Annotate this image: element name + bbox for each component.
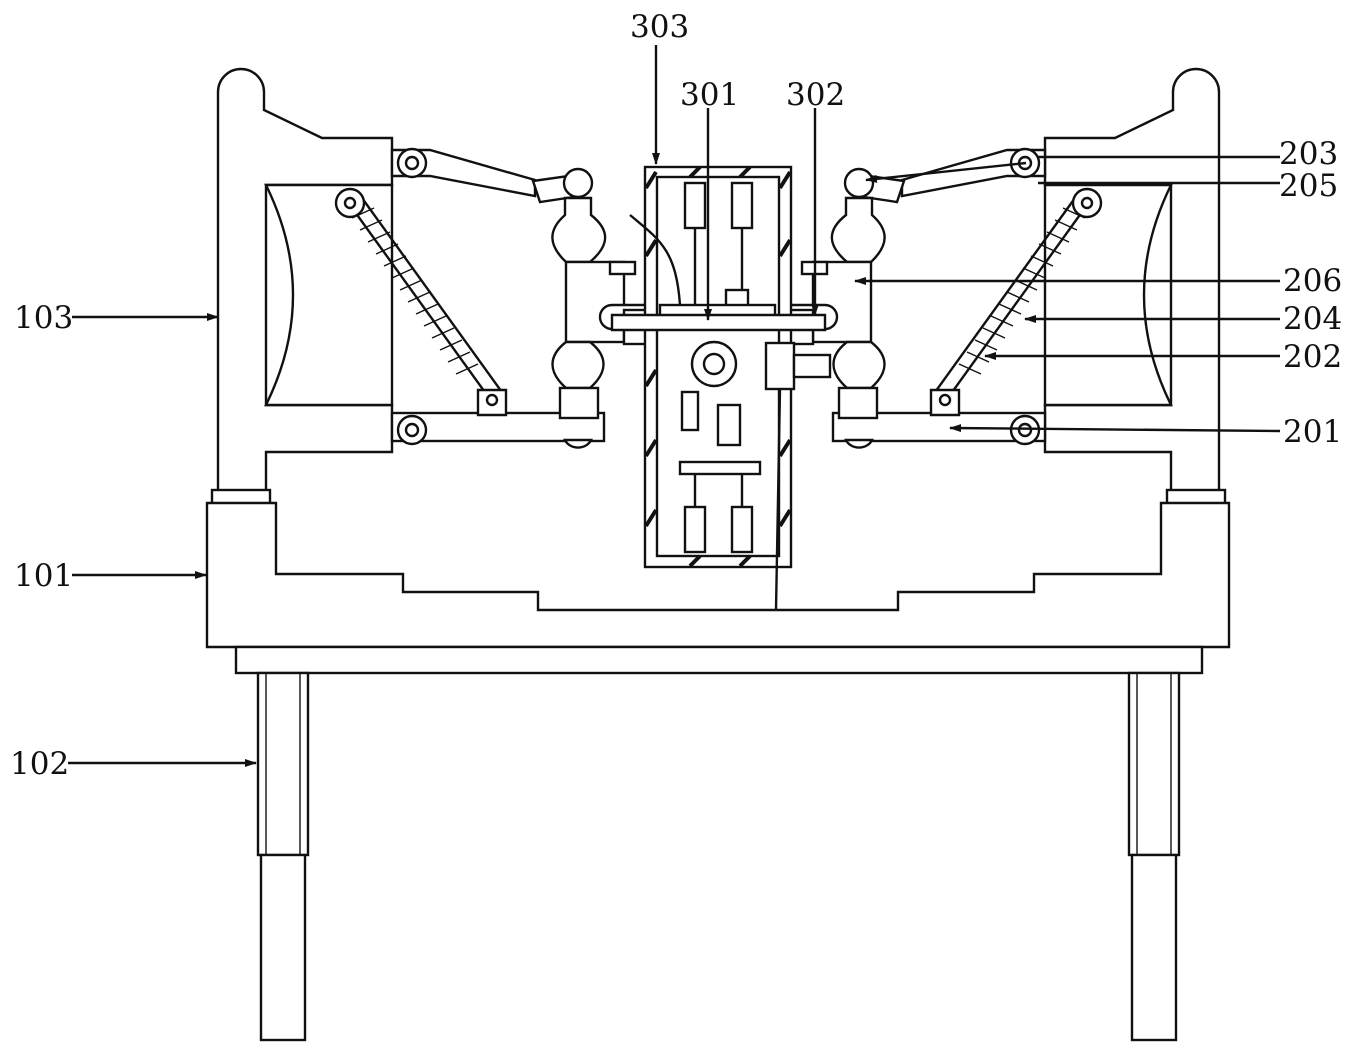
label-204: 204 — [1283, 301, 1342, 337]
right-clamp-assembly — [787, 67, 1227, 506]
label-103: 103 — [14, 300, 73, 336]
label-206: 206 — [1283, 263, 1342, 299]
left-clamp-assembly — [210, 67, 650, 506]
central-housing — [610, 165, 832, 611]
left-leg — [256, 671, 310, 1042]
leader-lines — [68, 45, 1281, 767]
label-302: 302 — [786, 77, 845, 113]
label-303: 303 — [630, 9, 689, 45]
label-102: 102 — [10, 746, 69, 782]
label-203: 203 — [1279, 136, 1338, 172]
base-frame — [205, 501, 1231, 649]
label-101: 101 — [14, 558, 73, 594]
label-202: 202 — [1283, 339, 1342, 375]
right-leg — [1127, 671, 1181, 1042]
label-301: 301 — [680, 77, 739, 113]
label-205: 205 — [1279, 168, 1338, 204]
table-top — [234, 645, 1204, 675]
label-201: 201 — [1283, 414, 1342, 450]
